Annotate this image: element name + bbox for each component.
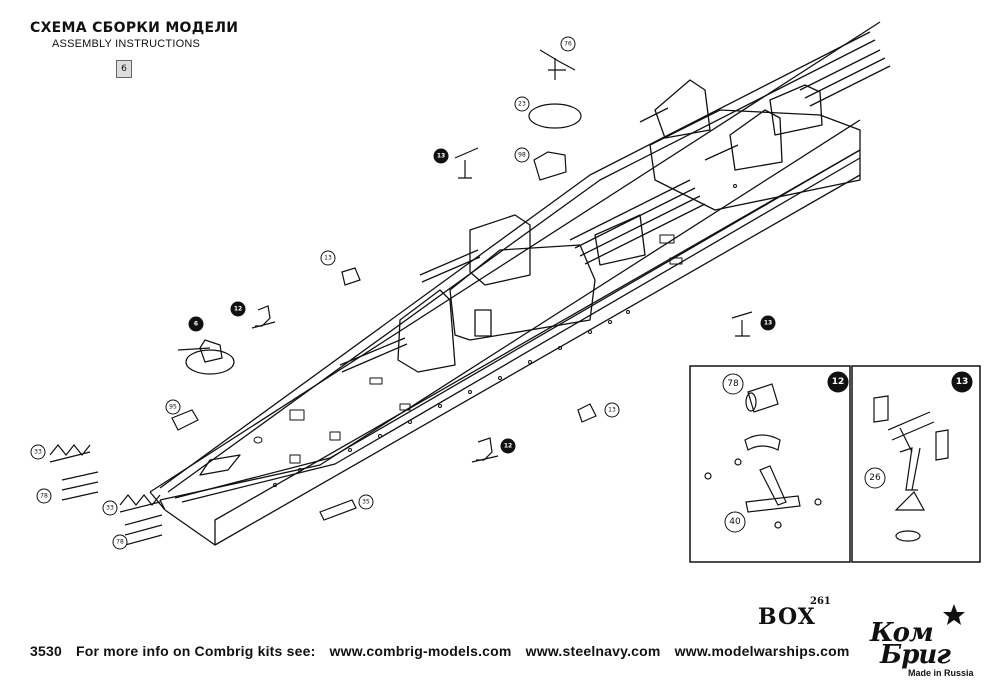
part-23-ring bbox=[528, 103, 582, 129]
callout-76: 76 bbox=[564, 41, 572, 48]
detail-12-part-40: 40 bbox=[729, 517, 741, 527]
callout-78-a: 78 bbox=[40, 493, 48, 500]
title-english: ASSEMBLY INSTRUCTIONS bbox=[52, 38, 201, 50]
detail-12-pin-c bbox=[814, 498, 822, 506]
aft-deckhouse bbox=[649, 109, 861, 211]
page-marker: 6 bbox=[116, 60, 132, 78]
callout-13-a: 13 bbox=[324, 255, 332, 262]
detail-12-pin-b bbox=[734, 458, 742, 466]
callout-33-a: 33 bbox=[34, 449, 42, 456]
detail-13-disc bbox=[895, 530, 921, 542]
aft-turret-1-barrel bbox=[639, 107, 669, 123]
part-13-gun-a bbox=[454, 147, 479, 179]
detail-13-block-2 bbox=[935, 429, 949, 461]
part-12-mount-b bbox=[471, 437, 499, 463]
detail-13-badge: 13 bbox=[956, 377, 969, 387]
part-78-rolls-a bbox=[61, 471, 99, 501]
callout-78-b: 78 bbox=[116, 539, 124, 546]
hull-deck-edge-port bbox=[149, 21, 881, 493]
detail-12-pin-d bbox=[774, 521, 782, 529]
callout-33-b: 33 bbox=[106, 505, 114, 512]
callout-98: 98 bbox=[518, 152, 526, 159]
part-35-strip bbox=[319, 499, 357, 521]
aft-turret-1 bbox=[654, 79, 711, 139]
deck-hatch bbox=[199, 454, 241, 476]
hull-side-waterline bbox=[214, 149, 861, 545]
forward-turret bbox=[397, 289, 456, 373]
bridge-tower bbox=[469, 214, 531, 286]
part-6-gun-base bbox=[185, 349, 235, 375]
torpedo-mount bbox=[594, 214, 646, 266]
deck-rail-4 bbox=[181, 157, 861, 503]
brand-logo-line-1: Ком bbox=[870, 618, 934, 648]
callout-12-b: 12 bbox=[504, 443, 512, 450]
detail-13-block bbox=[873, 395, 889, 423]
part-78-rolls-b bbox=[124, 514, 163, 546]
callout-13-d: 13 bbox=[764, 320, 772, 327]
deck-fittings bbox=[253, 234, 683, 464]
callout-13-b: 13 bbox=[608, 407, 616, 414]
torpedo-tube-1 bbox=[569, 179, 706, 265]
detail-12-roll bbox=[747, 383, 779, 413]
callout-12-a: 12 bbox=[234, 306, 242, 313]
detail-frame-12 bbox=[689, 365, 851, 563]
part-76-mast bbox=[539, 49, 576, 80]
part-6-gun bbox=[177, 339, 223, 363]
deck-rail-3 bbox=[174, 149, 861, 499]
part-13-bracket-a bbox=[341, 267, 361, 286]
aft-turret-3 bbox=[769, 84, 823, 136]
deck-rail-2 bbox=[167, 39, 876, 493]
hull-deck-edge-starboard bbox=[159, 119, 861, 501]
box-label: BOX bbox=[758, 604, 816, 630]
site-link-combrig[interactable]: www.combrig-models.com bbox=[329, 643, 512, 659]
detail-13-gun bbox=[887, 411, 935, 453]
aft-torpedo-tubes bbox=[799, 49, 891, 107]
info-text: For more info on Combrig kits see: bbox=[76, 643, 316, 659]
footer: 3530 For more info on Combrig kits see: … bbox=[30, 643, 860, 659]
deck-rail-1 bbox=[159, 31, 871, 489]
site-link-modelwarships[interactable]: www.modelwarships.com bbox=[674, 643, 850, 659]
bridge-box bbox=[474, 309, 492, 337]
callout-23: 23 bbox=[518, 101, 526, 108]
brand-star-icon bbox=[943, 604, 965, 625]
callout-35: 35 bbox=[362, 499, 370, 506]
callout-6: 6 bbox=[194, 321, 198, 328]
part-13-bracket-b bbox=[577, 403, 597, 423]
part-98-block bbox=[533, 151, 567, 181]
portholes bbox=[273, 184, 737, 487]
part-12-mount-a bbox=[251, 305, 276, 329]
detail-12-roll-end bbox=[745, 392, 757, 412]
detail-13-part-26: 26 bbox=[869, 473, 881, 483]
site-link-steelnavy[interactable]: www.steelnavy.com bbox=[525, 643, 661, 659]
detail-12-pin-a bbox=[704, 472, 712, 480]
callout-95: 95 bbox=[169, 404, 177, 411]
part-33-rail-b bbox=[119, 494, 161, 513]
detail-12-saddle bbox=[744, 434, 781, 451]
detail-12-stand bbox=[745, 465, 801, 513]
brand-logo-line-2: Бриг bbox=[880, 640, 951, 670]
detail-12-badge: 12 bbox=[832, 377, 845, 387]
box-number: 261 bbox=[810, 596, 831, 607]
detail-13-legs bbox=[899, 447, 921, 491]
detail-frame-13 bbox=[851, 365, 981, 563]
detail-13-tri bbox=[894, 491, 926, 511]
bridge-barrel bbox=[419, 249, 481, 283]
aft-turret-2 bbox=[729, 109, 783, 171]
forward-turret-barrel bbox=[339, 337, 408, 373]
aft-turret-2-barrel bbox=[704, 144, 739, 161]
hull-bow bbox=[149, 491, 166, 511]
title-russian: СХЕМА СБОРКИ МОДЕЛИ bbox=[30, 20, 239, 36]
made-in-label: Made in Russia bbox=[908, 668, 974, 678]
part-13-gun-b bbox=[731, 311, 753, 337]
part-33-rail-a bbox=[49, 444, 91, 463]
part-95-block bbox=[171, 409, 199, 431]
detail-12-part-78: 78 bbox=[727, 379, 739, 389]
kit-number: 3530 bbox=[30, 643, 62, 659]
callout-13-c: 13 bbox=[437, 153, 445, 160]
bridge-block bbox=[449, 244, 596, 341]
